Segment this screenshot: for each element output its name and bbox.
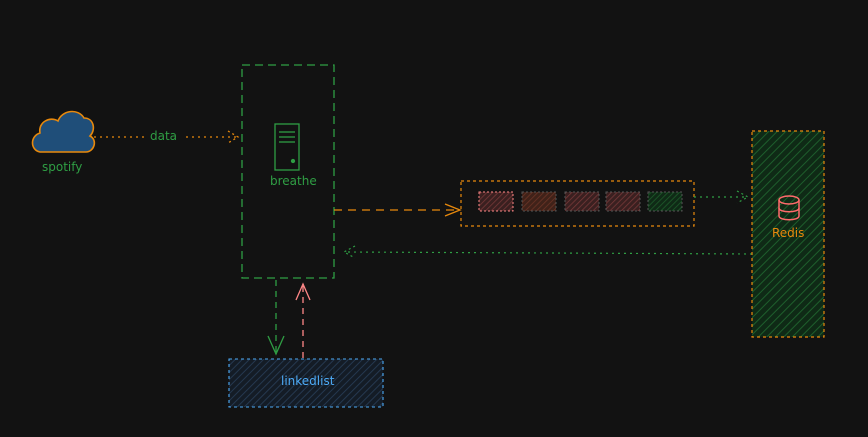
breathe-label: breathe [270, 174, 317, 188]
edge-breathe-to-queue [334, 203, 462, 217]
edge-data-label: data [150, 129, 178, 143]
edge-queue-to-redis [694, 190, 750, 204]
queue-node[interactable] [460, 180, 695, 227]
queue-cell [478, 191, 514, 212]
database-icon [778, 195, 800, 221]
spotify-label: spotify [42, 160, 83, 174]
redis-label: Redis [772, 226, 805, 240]
queue-cell [564, 191, 600, 212]
edge-spotify-to-breathe [94, 130, 240, 144]
server-icon [274, 123, 300, 171]
linkedlist-label: linkedlist [281, 374, 335, 388]
edge-linkedlist-to-breathe [295, 282, 311, 358]
queue-cell [521, 191, 557, 212]
redis-node[interactable] [751, 130, 825, 338]
cloud-icon [31, 110, 96, 153]
breathe-node[interactable] [241, 64, 335, 279]
queue-cell [647, 191, 683, 212]
spotify-node[interactable] [31, 110, 96, 153]
edge-redis-to-breathe [342, 245, 753, 259]
linkedlist-node[interactable] [228, 358, 384, 408]
edge-breathe-to-linkedlist [267, 280, 285, 356]
queue-cell [605, 191, 641, 212]
